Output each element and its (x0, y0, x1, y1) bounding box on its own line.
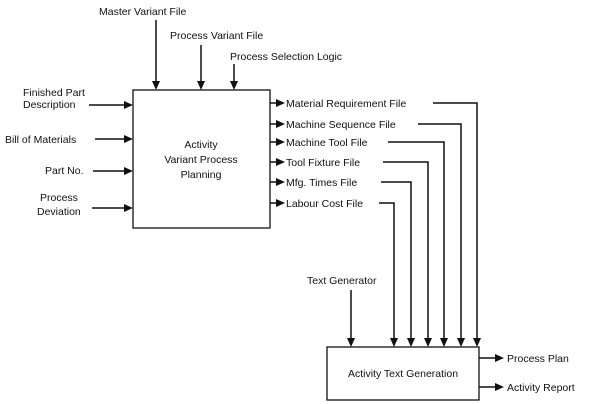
left-input-label: Bill of Materials (5, 134, 76, 146)
arrowhead-down (457, 338, 465, 347)
left-input-label-line-1: Process (40, 192, 78, 204)
planning-box-line-1: Activity (184, 139, 218, 151)
text-generation-box-label: Activity Text Generation (348, 368, 458, 380)
file-label: Tool Fixture File (286, 157, 360, 169)
planning-box-line-3: Planning (181, 169, 222, 181)
arrowhead-right (276, 199, 285, 207)
arrowhead-down (152, 81, 160, 90)
left-input-process-deviation: Process Deviation (37, 192, 133, 218)
file-label: Mfg. Times File (286, 177, 357, 189)
arrowhead-right (495, 383, 504, 391)
arrowhead-down (347, 338, 355, 347)
arrowhead-down (424, 338, 432, 347)
file-tool-fixture: Tool Fixture File (270, 157, 432, 347)
output-label: Process Plan (507, 353, 569, 365)
top-input-label: Master Variant File (99, 6, 186, 18)
file-mfg-times: Mfg. Times File (270, 177, 415, 347)
file-material-requirement: Material Requirement File (270, 98, 481, 347)
arrowhead-right (276, 99, 285, 107)
planning-box-line-2: Variant Process (164, 154, 237, 166)
arrowhead-down (230, 81, 238, 90)
text-generator-input: Text Generator (307, 275, 377, 347)
activity-variant-process-planning-box (132, 89, 271, 229)
arrowhead-down (390, 338, 398, 347)
text-generator-label: Text Generator (307, 275, 377, 287)
arrowhead-down (440, 338, 448, 347)
left-input-label-line-2: Deviation (37, 206, 81, 218)
arrowhead-right (276, 158, 285, 166)
arrowhead-down (197, 81, 205, 90)
arrowhead-right (124, 167, 133, 175)
top-input-process-variant-file: Process Variant File (170, 30, 263, 90)
left-input-label: Part No. (45, 165, 84, 177)
file-label: Machine Sequence File (286, 119, 396, 131)
top-input-label: Process Variant File (170, 30, 263, 42)
file-machine-tool: Machine Tool File (270, 137, 448, 347)
file-machine-sequence: Machine Sequence File (270, 119, 465, 347)
left-input-label-line-2: Description (23, 99, 76, 111)
top-input-master-variant-file: Master Variant File (99, 6, 186, 90)
left-input-part-no: Part No. (45, 165, 133, 177)
output-process-plan: Process Plan (479, 353, 569, 365)
arrowhead-down (473, 338, 481, 347)
arrowhead-down (407, 338, 415, 347)
arrowhead-right (276, 178, 285, 186)
arrowhead-right (495, 354, 504, 362)
arrowhead-right (276, 120, 285, 128)
left-input-finished-part-description: Finished Part Description (23, 87, 133, 111)
activity-text-generation-box (326, 346, 480, 401)
file-label: Machine Tool File (286, 137, 368, 149)
output-activity-report: Activity Report (479, 382, 575, 394)
top-input-process-selection-logic: Process Selection Logic (230, 51, 342, 90)
top-input-label: Process Selection Logic (230, 51, 342, 63)
arrowhead-right (124, 101, 133, 109)
arrowhead-right (124, 204, 133, 212)
file-label: Labour Cost File (286, 198, 363, 210)
arrowhead-right (276, 138, 285, 146)
file-labour-cost: Labour Cost File (270, 198, 398, 347)
left-input-bill-of-materials: Bill of Materials (5, 134, 133, 146)
file-label: Material Requirement File (286, 98, 406, 110)
arrowhead-right (124, 135, 133, 143)
left-input-label-line-1: Finished Part (23, 87, 85, 99)
output-label: Activity Report (507, 382, 575, 394)
